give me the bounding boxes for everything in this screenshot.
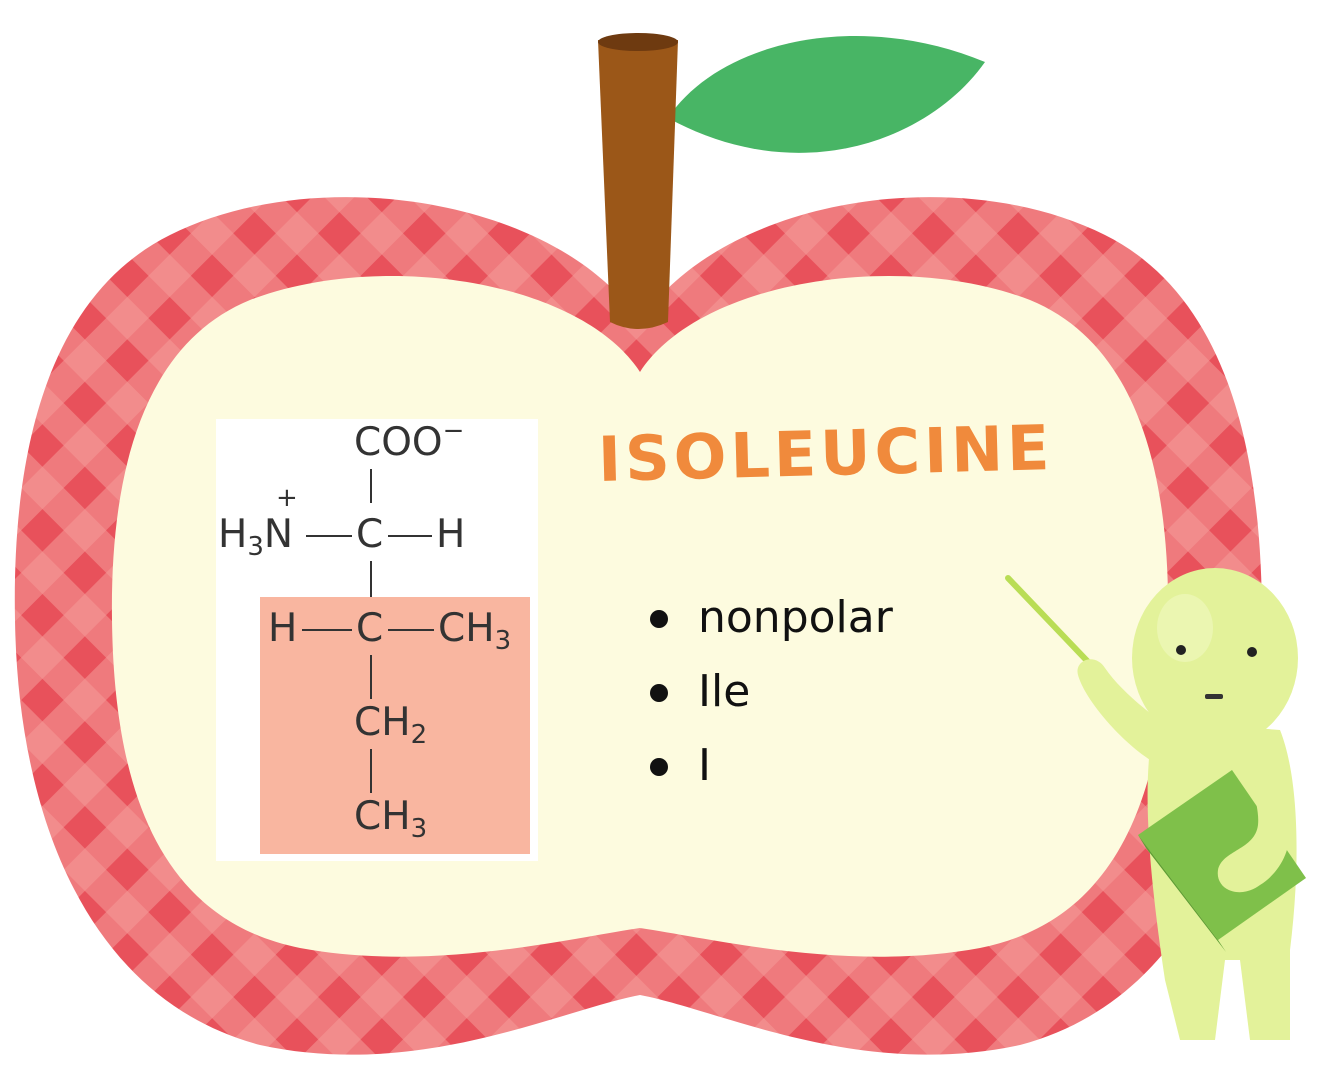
beta-hydrogen: H (268, 606, 298, 651)
stem-icon (598, 40, 678, 329)
bond-gamma-delta (370, 749, 372, 793)
figure-eye-left (1176, 645, 1186, 655)
teacher-figure-icon (1005, 568, 1306, 1040)
list-item: nonpolar (648, 588, 893, 662)
alpha-carbon: C (356, 512, 384, 557)
alpha-hydrogen: H (436, 512, 466, 557)
stem-top (598, 33, 678, 51)
structure-diagram: COO− + H3N C H H C CH3 CH2 CH3 (216, 416, 538, 861)
facts-list: nonpolar Ile I (648, 588, 893, 810)
bullet-icon (650, 758, 668, 776)
bond-beta-methyl (388, 629, 434, 631)
carboxylate-group: COO− (354, 416, 465, 465)
list-item: Ile (648, 662, 893, 736)
side-chain-highlight (260, 597, 530, 854)
amino-group: H3N (218, 512, 294, 562)
bullet-icon (650, 610, 668, 628)
bond-alpha-beta (370, 561, 372, 597)
methyl-group-2: CH3 (354, 794, 428, 844)
bond-alpha-carboxyl (370, 469, 372, 503)
bond-amino-alpha (306, 535, 352, 537)
leaf-icon (668, 36, 985, 153)
pointer-stick-icon (1005, 575, 1095, 669)
bond-alpha-h (388, 535, 432, 537)
page-title: ISOLEUCINE (597, 411, 1055, 496)
list-item: I (648, 736, 893, 810)
beta-carbon: C (356, 606, 384, 651)
methylene-group: CH2 (354, 700, 428, 750)
bond-beta-h (302, 629, 352, 631)
amino-charge: + (276, 483, 298, 513)
book-icon (1138, 770, 1306, 940)
bond-beta-gamma (370, 655, 372, 699)
figure-eye-right (1247, 647, 1257, 657)
methyl-group-1: CH3 (438, 606, 512, 656)
bullet-icon (650, 684, 668, 702)
figure-mouth (1205, 694, 1223, 699)
